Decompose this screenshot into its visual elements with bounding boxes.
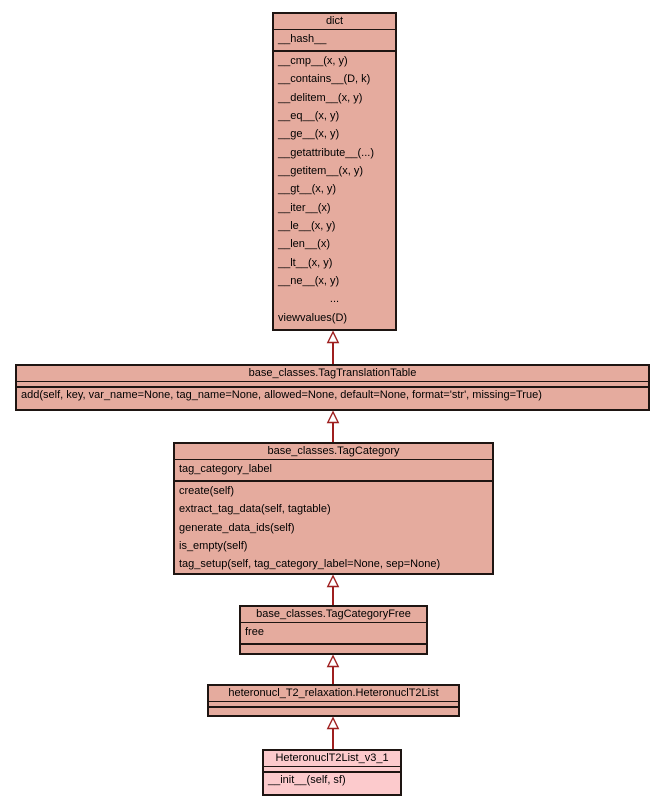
method-row: viewvalues(D) <box>278 311 348 324</box>
method-row: create(self) <box>179 485 235 497</box>
methods-compartment <box>241 645 426 653</box>
inheritance-arrow <box>326 654 340 684</box>
class-title: base_classes.TagTranslationTable <box>17 366 648 382</box>
method-row: tag_setup(self, tag_category_label=None,… <box>179 558 441 571</box>
methods-compartment <box>209 708 458 715</box>
class-title: base_classes.TagCategoryFree <box>241 607 426 623</box>
method-row: __init__(self, sf) <box>268 774 346 786</box>
inheritance-arrow <box>326 410 340 442</box>
method-row: __iter__(x) <box>278 201 331 214</box>
attribute-row: tag_category_label <box>179 463 272 475</box>
method-row: is_empty(self) <box>179 540 248 553</box>
method-row: __delitem__(x, y) <box>278 91 363 104</box>
method-row: __lt__(x, y) <box>278 256 333 269</box>
method-row: __len__(x) <box>278 238 330 251</box>
method-row: ... <box>329 293 340 306</box>
methods-compartment: add(self, key, var_name=None, tag_name=N… <box>17 388 648 409</box>
method-row: extract_tag_data(self, tagtable) <box>179 503 331 516</box>
method-row: __eq__(x, y) <box>278 110 340 123</box>
method-row: __ge__(x, y) <box>278 128 340 141</box>
attributes-compartment: __hash__ <box>274 30 395 52</box>
class-box-tag-category-free[interactable]: base_classes.TagCategoryFree free <box>239 605 428 655</box>
attributes-compartment <box>264 767 400 773</box>
methods-compartment: __cmp__(x, y) __contains__(D, k) __delitem… <box>274 52 395 329</box>
class-box-dict[interactable]: dict __hash__ __cmp__(x, y) __contains__(… <box>272 12 397 331</box>
method-row: __getitem__(x, y) <box>278 165 363 178</box>
inheritance-arrow <box>326 574 340 605</box>
methods-compartment: __init__(self, sf) <box>264 773 400 794</box>
attribute-row: free <box>245 626 264 638</box>
attributes-compartment <box>17 382 648 388</box>
attributes-compartment: free <box>241 623 426 645</box>
method-row: __ne__(x, y) <box>278 275 340 288</box>
method-row: generate_data_ids(self) <box>179 521 295 534</box>
class-title: base_classes.TagCategory <box>175 444 492 460</box>
attribute-row: __hash__ <box>278 33 327 45</box>
class-title: heteronucl_T2_relaxation.HeteronuclT2Lis… <box>209 686 458 702</box>
attributes-compartment <box>209 702 458 708</box>
class-box-tag-category[interactable]: base_classes.TagCategory tag_category_la… <box>173 442 494 575</box>
methods-compartment: create(self) extract_tag_data(self, tagta… <box>175 482 492 573</box>
method-row: __cmp__(x, y) <box>278 55 348 67</box>
class-title: dict <box>274 14 395 30</box>
class-title: HeteronuclT2List_v3_1 <box>264 751 400 767</box>
inheritance-arrow <box>326 330 340 364</box>
method-row: add(self, key, var_name=None, tag_name=N… <box>21 389 542 401</box>
class-box-heteronucl-t2-list-v3-1[interactable]: HeteronuclT2List_v3_1 __init__(self, sf) <box>262 749 402 796</box>
class-box-heteronucl-t2-list[interactable]: heteronucl_T2_relaxation.HeteronuclT2Lis… <box>207 684 460 717</box>
inheritance-arrow <box>326 716 340 749</box>
method-row: __le__(x, y) <box>278 220 336 233</box>
class-box-tag-translation-table[interactable]: base_classes.TagTranslationTable add(sel… <box>15 364 650 411</box>
method-row: __gt__(x, y) <box>278 183 337 196</box>
method-row: __getattribute__(...) <box>278 146 375 159</box>
attributes-compartment: tag_category_label <box>175 460 492 482</box>
method-row: __contains__(D, k) <box>278 73 371 86</box>
